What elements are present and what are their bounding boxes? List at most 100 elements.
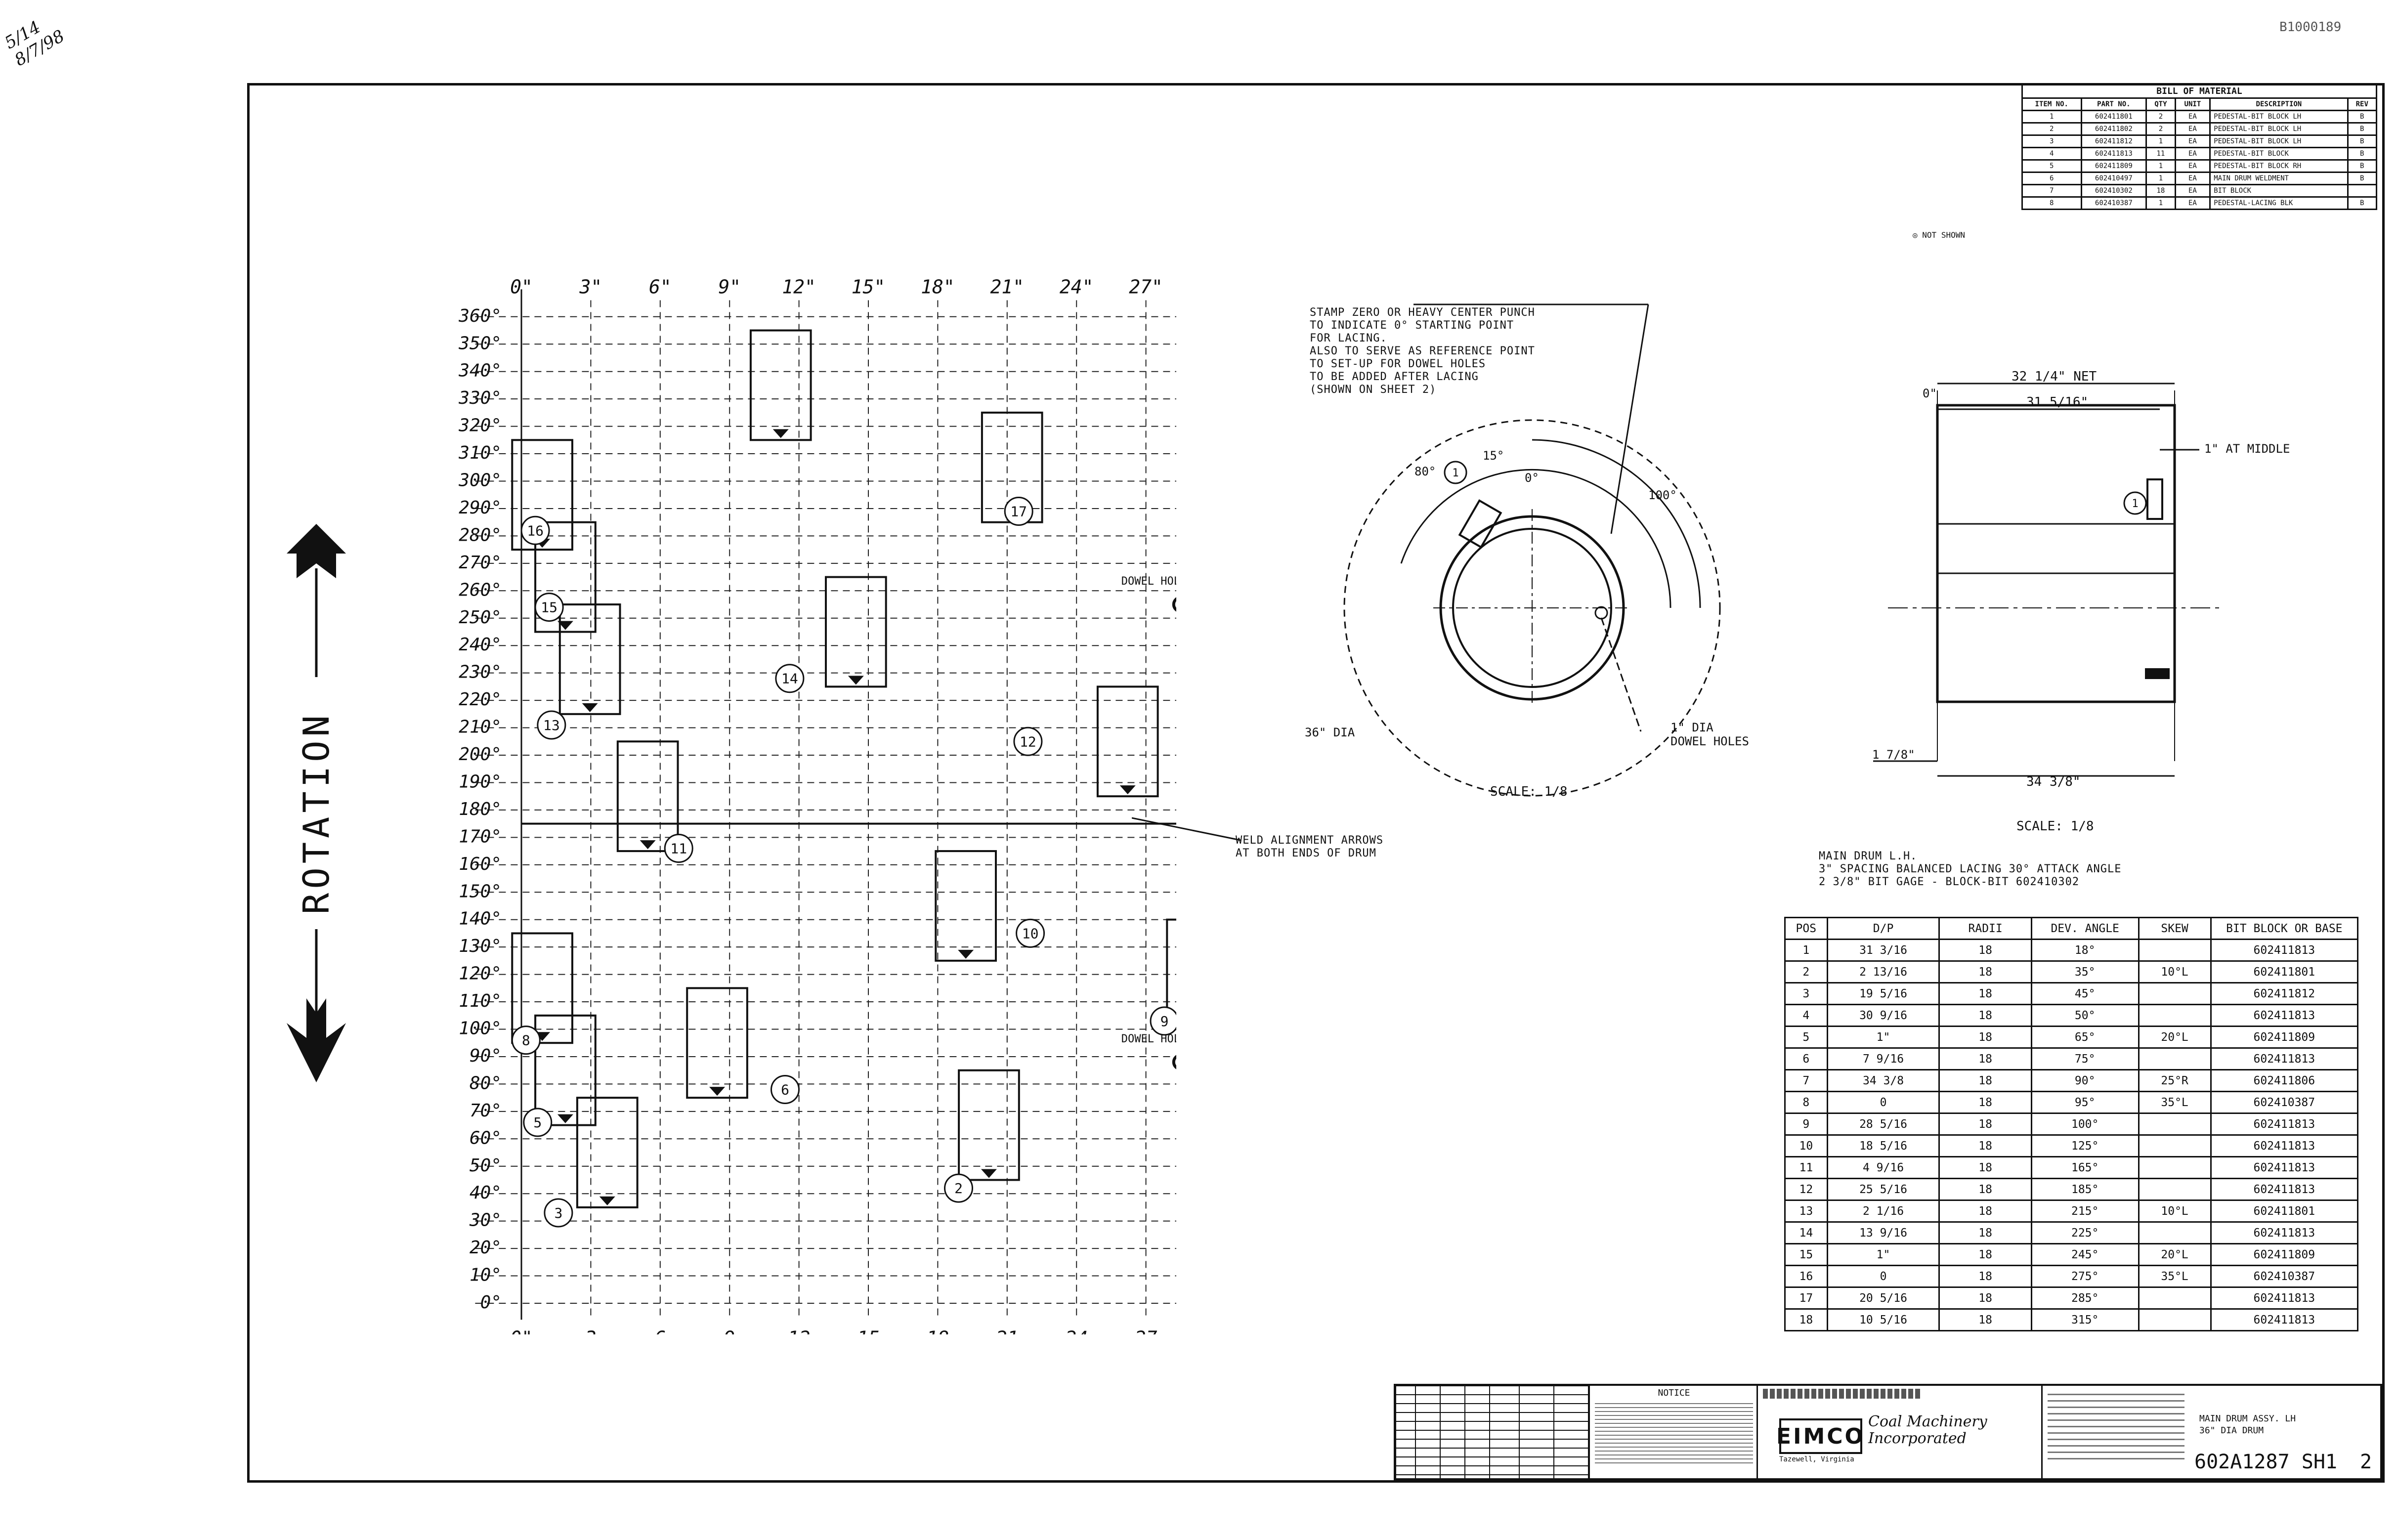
bom-cell: BIT BLOCK	[2209, 184, 2349, 198]
lacing-cell: 18	[1938, 1112, 2032, 1136]
position-balloon	[1016, 918, 1045, 948]
x-tick-bottom: 0"	[510, 1327, 533, 1334]
lacing-cell: 18	[1938, 982, 2032, 1005]
drawing-subtitle: 36" DIA DRUM	[2199, 1425, 2264, 1436]
lacing-cell: 13	[1784, 1199, 1828, 1223]
bit-block	[749, 329, 812, 441]
position-balloons: 181716151413121110987654321	[511, 496, 1176, 1228]
notice-title: NOTICE	[1658, 1388, 1690, 1398]
lacing-cell: 95°	[2030, 1091, 2140, 1114]
bom-cell: MAIN DRUM WELDMENT	[2209, 171, 2349, 185]
bom-cell: 2	[2145, 122, 2176, 136]
lacing-cell: 18	[1938, 1265, 2032, 1288]
bit-block	[511, 439, 573, 551]
position-balloon-number: 16	[527, 522, 544, 539]
bit-block-side	[2146, 478, 2163, 520]
x-tick-top: 6"	[649, 276, 672, 298]
lacing-cell: 18	[1938, 1199, 2032, 1223]
block-arrow-icon	[557, 621, 573, 630]
bit-block	[558, 603, 621, 715]
angle-label-100: 100°	[1648, 488, 1677, 502]
lacing-cell: 17	[1784, 1286, 1828, 1310]
lacing-cell: 0	[1826, 1265, 1940, 1288]
lacing-cell: 31 3/16	[1826, 939, 1940, 962]
lacing-cell: 18	[1938, 1156, 2032, 1179]
drawing-number: 602A1287 SH1	[2194, 1451, 2337, 1473]
item-balloon-number: 1	[2132, 498, 2138, 510]
grid-labels: 360°360°350°350°340°340°330°330°320°320°…	[458, 276, 1163, 1334]
lacing-cell: 19 5/16	[1826, 982, 1940, 1005]
not-shown-icon: ◎	[1913, 230, 1918, 240]
bom-cell: 602411802	[2080, 122, 2147, 136]
lacing-cell: 35°L	[2138, 1265, 2212, 1288]
x-tick-top: 12"	[782, 276, 816, 298]
bom-cell: 8	[2021, 196, 2082, 210]
position-balloon	[664, 834, 693, 863]
lacing-cell: 7 9/16	[1826, 1047, 1940, 1070]
lacing-block-side	[2145, 668, 2170, 679]
lacing-header: D/P	[1826, 917, 1940, 940]
bom-cell: 602411812	[2080, 134, 2147, 148]
title-block: NOTICE	[1394, 1384, 2382, 1480]
lacing-cell	[2138, 1112, 2212, 1136]
lacing-cell: 13 9/16	[1826, 1221, 1940, 1244]
bit-block	[686, 987, 748, 1099]
y-tick-left: 20°	[470, 1238, 502, 1258]
lacing-cell: 14	[1784, 1221, 1828, 1244]
lacing-cell: 602411809	[2210, 1026, 2359, 1049]
x-tick-top: 21"	[990, 276, 1024, 298]
lacing-cell: 5	[1784, 1026, 1828, 1049]
bom-cell: B	[2347, 147, 2378, 161]
position-balloon-number: 14	[781, 671, 798, 687]
lacing-cell	[2138, 1178, 2212, 1201]
lacing-cell	[2138, 1004, 2212, 1027]
item-balloon	[2123, 491, 2147, 515]
y-tick-left: 140°	[459, 909, 502, 929]
bom-cell: PEDESTAL-BIT BLOCK RH	[2209, 159, 2349, 173]
y-tick-left: 90°	[470, 1046, 502, 1066]
lacing-cell: 20°L	[2138, 1026, 2212, 1049]
lacing-cell	[2138, 1134, 2212, 1157]
x-tick-bottom: 9	[724, 1327, 735, 1334]
bom-cell: 5	[2021, 159, 2082, 173]
y-tick-left: 310°	[458, 443, 502, 463]
lacing-cell: 20 5/16	[1826, 1286, 1940, 1310]
x-tick-bottom: 24	[1065, 1327, 1088, 1334]
lacing-cell: 18	[1938, 1178, 2032, 1201]
y-tick-left: 160°	[459, 854, 502, 874]
bom-cell: EA	[2174, 159, 2211, 173]
bit-block	[534, 521, 597, 633]
lacing-header-row: POS D/P RADII DEV. ANGLE SKEW BIT BLOCK …	[1784, 917, 2359, 940]
position-balloon	[523, 1108, 553, 1137]
position-balloon-number: 6	[781, 1081, 789, 1098]
bom-cell: PEDESTAL-BIT BLOCK LH	[2209, 134, 2349, 148]
drawn-box	[1756, 1386, 1926, 1478]
lacing-cell: 602411813	[2210, 1004, 2359, 1027]
y-tick-left: 10°	[470, 1265, 502, 1285]
y-tick-left: 320°	[458, 416, 502, 436]
lacing-cell: 2 13/16	[1826, 960, 1940, 984]
lacing-cell: 602411809	[2210, 1243, 2359, 1266]
y-tick-left: 110°	[459, 991, 502, 1011]
angle-label-0: 0°	[1525, 471, 1539, 485]
bom-cell: 3	[2021, 134, 2082, 148]
x-tick-top: 24"	[1060, 276, 1094, 298]
y-tick-left: 170°	[459, 826, 502, 847]
bom-header: DESCRIPTION	[2209, 97, 2349, 111]
lacing-cell: 602411813	[2210, 1112, 2359, 1136]
lacing-cell: 4 9/16	[1826, 1156, 1940, 1179]
bom-header: REV	[2347, 97, 2378, 111]
item-balloon	[1444, 461, 1467, 484]
bit-block	[825, 576, 887, 688]
lacing-grid-diagram: 360°360°350°350°340°340°330°330°320°320°…	[458, 276, 1176, 1334]
position-balloon	[511, 1026, 541, 1055]
position-balloon-number: 9	[1160, 1013, 1169, 1029]
